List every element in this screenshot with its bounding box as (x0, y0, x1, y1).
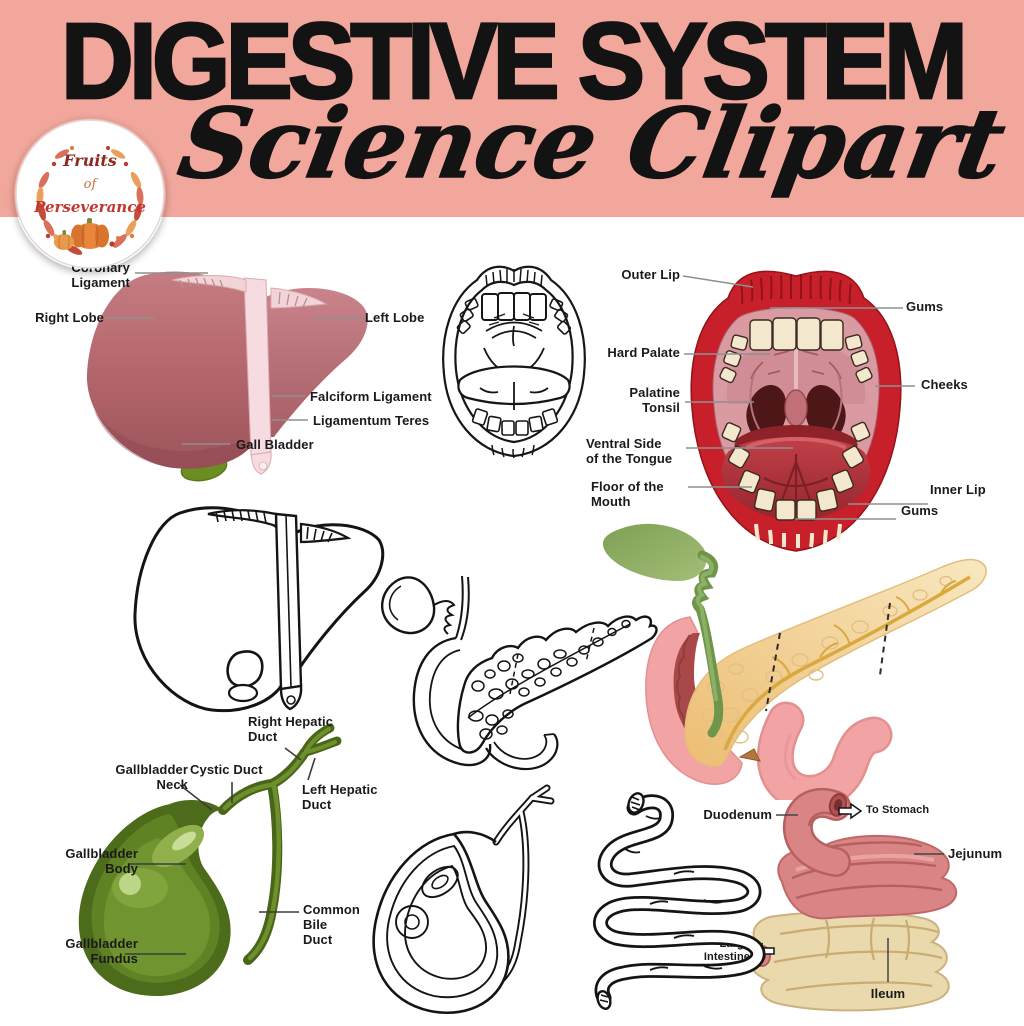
intestine-outline-illustration (593, 792, 766, 1010)
label-inner-lip: Inner Lip (930, 482, 986, 497)
intestine-colored-diagram: Duodenum To Stomach Jejunum Large Intest… (696, 786, 1024, 1024)
pumpkin-icon (54, 218, 120, 250)
label-common-bile-duct: Common Bile Duct (303, 902, 360, 948)
label-cystic-duct: Cystic Duct (190, 762, 263, 777)
leader-lines (776, 814, 944, 982)
arrow-right-icon (838, 802, 863, 820)
liver-outline-diagram (88, 488, 388, 730)
label-to-stomach: To Stomach (866, 804, 930, 816)
label-ileum: Ileum (870, 986, 906, 1001)
poster-title: DIGESTIVE SYSTEM (60, 1, 970, 122)
gallbladder-illustration (78, 723, 342, 997)
header-band (0, 0, 1024, 217)
leader-lines (105, 272, 360, 445)
brand-logo: Fruits of Perseverance (14, 118, 166, 270)
intestine-outline-diagram (554, 786, 790, 1026)
label-jejunum: Jejunum (948, 846, 1003, 861)
label-right-lobe: Right Lobe (35, 310, 104, 325)
gallbladder-outline-diagram (356, 782, 578, 1024)
label-duodenum: Duodenum (703, 807, 772, 822)
label-gums-bottom: Gums (901, 503, 939, 518)
label-right-hepatic-duct: Right Hepatic Duct (248, 714, 334, 745)
mouth-illustration (682, 270, 928, 552)
poster-subtitle: Science Clipart (171, 86, 1014, 201)
label-ventral-tongue: Ventral Side of the Tongue (586, 436, 673, 467)
laurel-leaves-icon (36, 146, 144, 255)
pancreas-colored-diagram (590, 515, 1024, 800)
label-outer-lip: Outer Lip (621, 267, 680, 282)
label-floor-of-mouth: Floor of the Mouth (591, 479, 664, 510)
label-palatine-tonsil: Palatine Tonsil (629, 385, 680, 416)
label-cheeks: Cheeks (921, 377, 968, 392)
leader-lines (125, 747, 316, 955)
label-left-lobe: Left Lobe (365, 310, 425, 325)
liver-outline-illustration (133, 506, 385, 713)
label-ligamentum-teres: Ligamentum Teres (313, 413, 430, 428)
label-gums-top: Gums (906, 299, 944, 314)
liver-colored-diagram: Coronary Ligament Right Lobe Left Lobe F… (22, 256, 452, 491)
pancreas-illustration (602, 523, 987, 800)
pancreas-outline-illustration (380, 575, 658, 771)
logo-word-perseverance: Perseverance (33, 198, 146, 216)
pancreas-outline-diagram (368, 558, 666, 780)
label-gallbladder-neck: Gallbladder Neck (115, 762, 188, 793)
label-gall-bladder: Gall Bladder (236, 437, 314, 452)
liver-illustration (86, 271, 368, 482)
mouth-outline-illustration (442, 265, 586, 459)
logo-word-of: of (84, 177, 99, 192)
label-falciform-ligament: Falciform Ligament (310, 389, 432, 404)
logo-word-fruits: Fruits (62, 151, 117, 170)
leader-lines (682, 275, 928, 520)
label-hard-palate: Hard Palate (607, 345, 680, 360)
label-left-hepatic-duct: Left Hepatic Duct (302, 782, 378, 813)
label-gallbladder-fundus: Gallbladder Fundus (65, 936, 138, 967)
mouth-colored-diagram: Outer Lip Gums Hard Palate Cheeks Palati… (578, 256, 1024, 568)
mouth-outline-diagram (434, 256, 594, 468)
label-gallbladder-body: Gallbladder Body (65, 846, 138, 877)
gallbladder-colored-diagram: Right Hepatic Duct Gallbladder Neck Cyst… (18, 698, 382, 1002)
gallbladder-outline-illustration (372, 784, 555, 1014)
brand-logo-art: Fruits of Perseverance (15, 119, 165, 269)
